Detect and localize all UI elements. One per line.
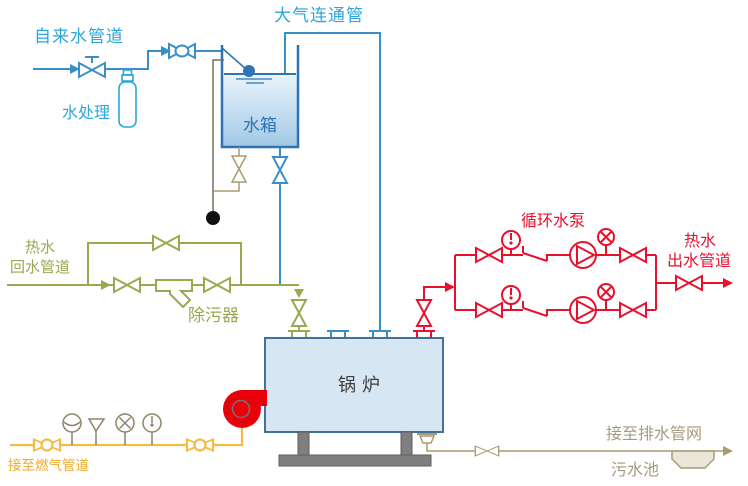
level-gauge-wave: [63, 421, 81, 427]
boiler-inlet-valve-icon: [291, 299, 307, 327]
boiler-flange-icon: [288, 330, 310, 338]
outlet-pipe: [423, 286, 445, 300]
gauge-pivot: [509, 296, 513, 300]
globe-valve-icon: [78, 62, 106, 78]
circulating-pump-label: 循环水泵: [521, 212, 585, 230]
level-gauge-icon: [62, 413, 82, 433]
boiler-base: [278, 454, 432, 467]
drain-network-label: 接至排水管网: [606, 425, 702, 443]
gas-pipe: [10, 428, 244, 447]
pump-impeller-icon: [576, 299, 597, 321]
blower-hub-icon: [231, 399, 251, 419]
tank-drain-valve-icon: [231, 155, 247, 183]
tap-water-label: 自来水管道: [34, 27, 124, 46]
boiler-label: 锅炉: [338, 375, 386, 395]
float-ball-icon: [243, 65, 255, 77]
gate-valve-icon: [475, 247, 503, 263]
bypass-pipe: [179, 242, 242, 285]
bottle-neck: [121, 74, 134, 82]
gas-instruments: [62, 413, 162, 445]
blowdown-drain-system: 接至排水管网 污水池: [417, 425, 733, 479]
water-treatment-label: 水处理: [62, 104, 110, 122]
flow-arrow-icon: [161, 46, 171, 56]
flow-arrow-down-icon: [294, 289, 304, 298]
gas-supply-system: 接至燃气管道: [8, 428, 244, 473]
pump-impeller-icon: [576, 244, 597, 266]
tank-feed-valve-icon: [272, 156, 288, 184]
gauge-pivot: [150, 423, 154, 427]
boiler-leg: [400, 431, 413, 456]
gauge-pivot: [509, 241, 513, 245]
boiler-flange-icon: [369, 330, 391, 338]
inlet-pipe-riser: [105, 50, 161, 70]
outlet-header-pipe: [655, 255, 723, 310]
ball-valve-disc: [174, 44, 190, 58]
floor-drain-icon: [206, 211, 220, 225]
bypass-valve-icon: [152, 235, 180, 251]
gauge-cross: [599, 285, 613, 310]
drain-fitting: [418, 435, 436, 444]
blower-scroll-icon: [223, 390, 261, 428]
bypass-pipe: [87, 242, 153, 285]
cyan-labels: 自来水管道 大气连通管 水处理: [34, 6, 364, 122]
boiler-flange-icon: [413, 330, 435, 338]
tank-water: [223, 74, 297, 146]
gate-valve-icon: [619, 247, 647, 263]
flow-arrow-icon: [445, 282, 455, 292]
gate-valve-icon: [475, 302, 503, 318]
ball-valve-disc: [40, 438, 54, 452]
water-treatment-device: [118, 69, 137, 128]
outlet-label-line2: 出水管道: [667, 252, 731, 270]
flow-arrow-icon: [101, 280, 111, 290]
check-valve-icon: [522, 246, 548, 262]
strainer-label: 除污器: [188, 306, 239, 325]
outlet-valve-icon: [675, 275, 703, 291]
gate-valve-icon: [203, 277, 231, 293]
tank-overflow-drain: [206, 59, 224, 225]
return-label-line2: 回水管道: [10, 259, 70, 276]
gauge-cross: [599, 230, 613, 255]
water-tank: 水箱: [220, 45, 300, 149]
gate-valve-icon: [113, 277, 141, 293]
atmospheric-pipe-label: 大气连通管: [274, 6, 364, 25]
strainer-icon: [155, 279, 193, 309]
boiler: 锅炉: [264, 337, 444, 467]
tank-drain-pipe: [214, 182, 240, 192]
check-valve-icon: [522, 301, 548, 317]
tank-drain: [214, 147, 247, 192]
drain-pipe: [426, 443, 723, 452]
ball-valve-disc: [193, 438, 207, 452]
circulating-pump-system: 循环水泵 热水 出水管道: [413, 212, 733, 338]
water-ripples: [236, 78, 272, 84]
gate-valve-icon: [619, 302, 647, 318]
boiler-body: [264, 337, 444, 433]
boiler-leg: [297, 431, 310, 456]
flow-arrow-icon: [723, 278, 733, 288]
gas-pipe-label: 接至燃气管道: [8, 457, 89, 473]
sewage-pool-icon: [671, 450, 715, 469]
bottle-body: [118, 81, 137, 128]
gauge-cross: [118, 416, 132, 430]
tank-walls: [220, 45, 300, 149]
hot-water-return-system: 热水 回水管道 除污器: [7, 235, 310, 338]
funnel-vent-icon: [87, 418, 106, 433]
water-tank-label: 水箱: [243, 116, 277, 135]
tap-water-system: [33, 32, 391, 338]
instrument-stems: [71, 431, 153, 445]
boiler-flange-icon: [327, 330, 349, 338]
burner-blower: [223, 390, 267, 428]
flow-arrow-icon: [70, 64, 80, 74]
sewage-pool-label: 污水池: [611, 461, 659, 479]
outlet-label-line1: 热水: [684, 232, 716, 250]
float-arm: [221, 47, 248, 71]
return-label-line1: 热水: [25, 239, 55, 256]
boiler-outlet-valve-icon: [416, 299, 432, 327]
flow-arrow-icon: [723, 446, 733, 456]
overflow-pipe: [212, 59, 224, 211]
drain-valve-icon: [474, 445, 500, 457]
valve-handle-icon: [85, 56, 99, 63]
